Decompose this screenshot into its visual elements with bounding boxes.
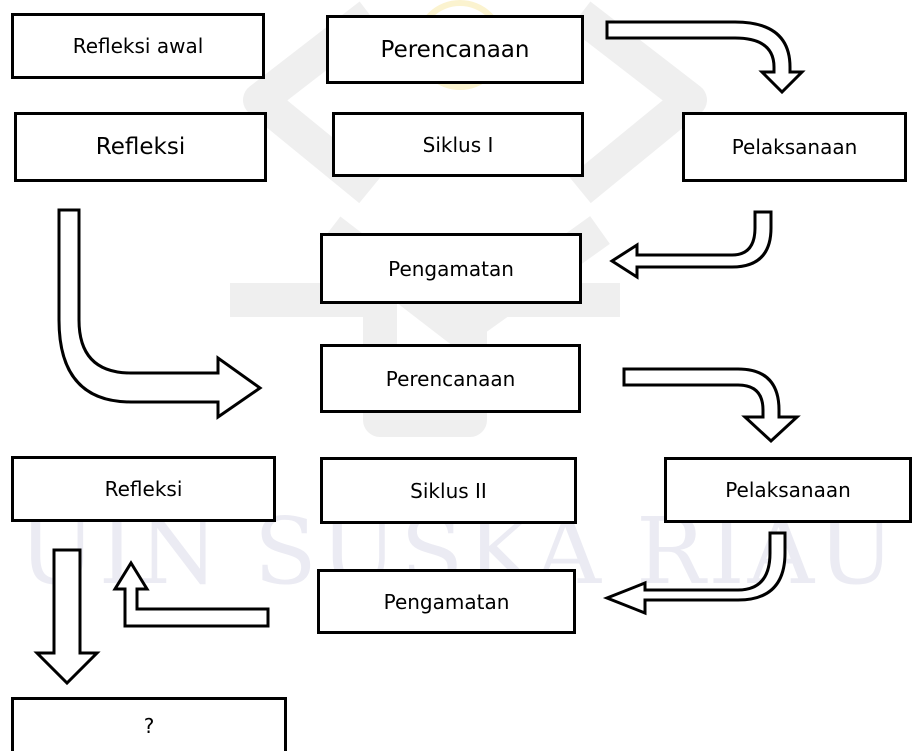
box-perencanaan-2-label: Perencanaan <box>385 366 516 391</box>
box-pengamatan-1-label: Pengamatan <box>388 256 514 281</box>
box-pelaksanaan-1-label: Pelaksanaan <box>731 135 858 159</box>
arrow-pengamatan-to-refleksi-2 <box>112 560 270 628</box>
arrow-pelaksanaan-to-pengamatan-2 <box>602 531 787 616</box>
box-refleksi-awal-label: Refleksi awal <box>72 34 204 58</box>
watermark-chevron-right <box>569 1 707 204</box>
arrow-pelaksanaan-to-pengamatan-1 <box>609 210 773 280</box>
box-pengamatan-1: Pengamatan <box>320 233 582 304</box>
box-pengamatan-2: Pengamatan <box>317 569 576 634</box>
box-pengamatan-2-label: Pengamatan <box>383 589 510 614</box>
arrow-refleksi-to-perencanaan-2 <box>57 208 263 420</box>
box-refleksi-2-label: Refleksi <box>104 477 183 501</box>
box-perencanaan-1: Perencanaan <box>326 15 584 84</box>
box-next-cycle: ? <box>11 697 287 751</box>
box-pelaksanaan-2-label: Pelaksanaan <box>725 478 851 502</box>
box-siklus-1: Siklus I <box>332 112 584 177</box>
box-siklus-2-label: Siklus II <box>410 478 487 503</box>
arrow-perencanaan-to-pelaksanaan-1 <box>605 20 806 95</box>
box-pelaksanaan-1: Pelaksanaan <box>682 112 907 182</box>
box-perencanaan-1-label: Perencanaan <box>380 36 530 63</box>
box-next-cycle-label: ? <box>143 713 155 738</box>
arrow-perencanaan-to-pelaksanaan-2 <box>622 367 801 444</box>
box-refleksi-1: Refleksi <box>14 112 267 182</box>
box-refleksi-awal: Refleksi awal <box>11 13 265 79</box>
box-perencanaan-2: Perencanaan <box>320 344 581 413</box>
box-refleksi-2: Refleksi <box>11 456 276 522</box>
box-pelaksanaan-2: Pelaksanaan <box>664 457 912 523</box>
box-refleksi-1-label: Refleksi <box>95 134 186 160</box>
box-siklus-1-label: Siklus I <box>422 132 494 157</box>
arrow-refleksi-to-next <box>33 548 101 686</box>
box-siklus-2: Siklus II <box>320 457 577 524</box>
